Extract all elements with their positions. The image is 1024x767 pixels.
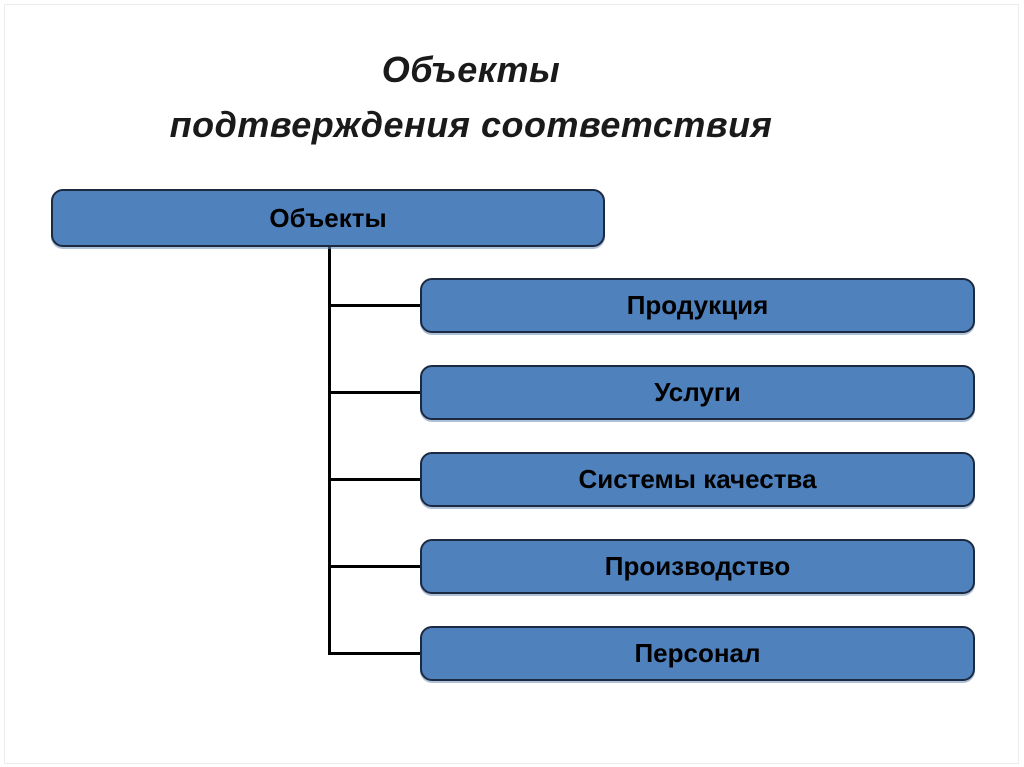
node-child-sistemy-kachestva: Системы качества	[420, 452, 975, 507]
connector-branch-produkciya	[328, 304, 420, 307]
connector-branch-uslugi	[328, 391, 420, 394]
connector-branch-sistemy	[328, 478, 420, 481]
slide-title: Объекты подтверждения соответствия	[0, 42, 942, 152]
title-line-2: подтверждения соответствия	[169, 104, 773, 145]
node-child-proizvodstvo: Производство	[420, 539, 975, 594]
node-root-objekty: Объекты	[51, 189, 605, 247]
title-line-1: Объекты	[381, 49, 561, 90]
connector-branch-personal	[328, 652, 420, 655]
connector-trunk-line	[328, 247, 331, 655]
node-child-produkciya: Продукция	[420, 278, 975, 333]
node-child-personal: Персонал	[420, 626, 975, 681]
connector-branch-proizvodstvo	[328, 565, 420, 568]
node-child-uslugi: Услуги	[420, 365, 975, 420]
